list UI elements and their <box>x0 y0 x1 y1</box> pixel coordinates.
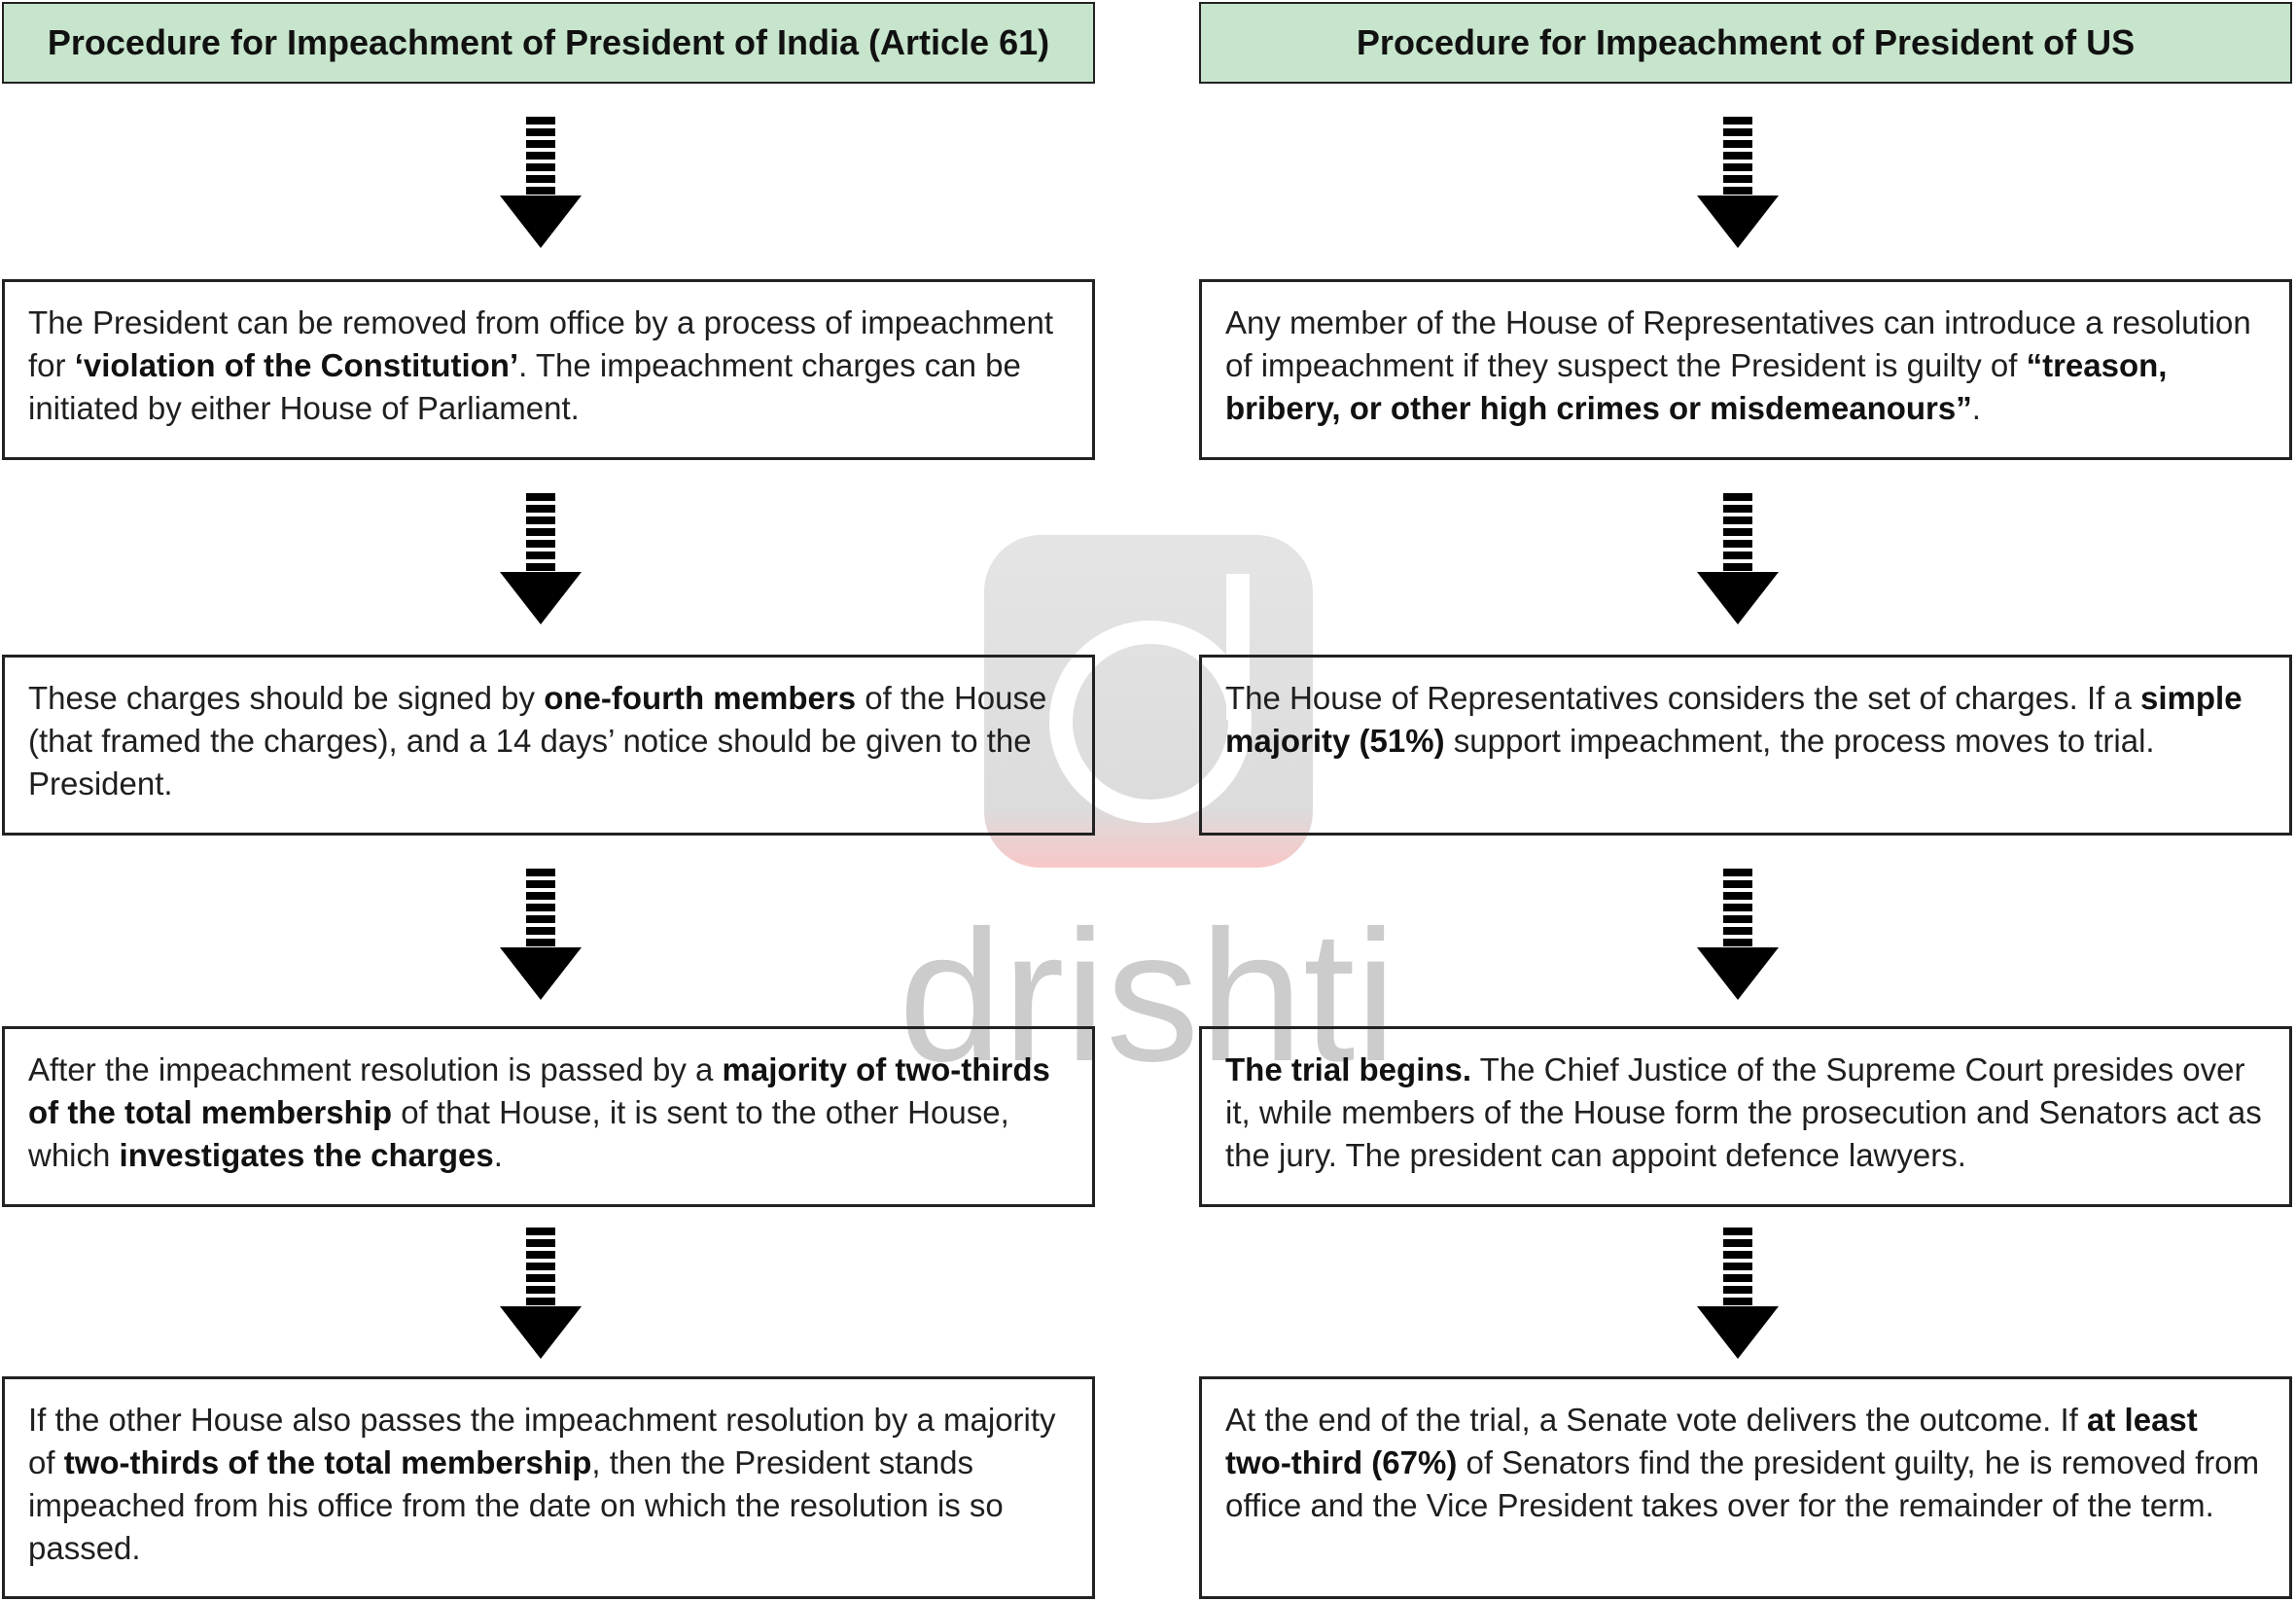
us-step-4: At the end of the trial, a Senate vote d… <box>1199 1376 2292 1599</box>
india-step-3: After the impeachment resolution is pass… <box>2 1026 1095 1207</box>
body-text: If the other House also passes the impea… <box>28 1402 1056 1480</box>
body-text: The House of Representatives considers t… <box>1225 680 2140 716</box>
body-text: . <box>493 1137 503 1173</box>
body-text: . The impeachment charges can be initiat… <box>28 347 1021 426</box>
us-step-2: The House of Representatives considers t… <box>1199 655 2292 836</box>
india-step-1: The President can be removed from office… <box>2 279 1095 460</box>
india-step-4: If the other House also passes the impea… <box>2 1376 1095 1599</box>
emphasis-text: two-thirds of the total membership <box>63 1444 592 1480</box>
emphasis-text: “treason, bribery, or other high crimes … <box>1225 347 2168 426</box>
us-step-3: The trial begins. The Chief Justice of t… <box>1199 1026 2292 1207</box>
down-arrow-icon <box>500 1228 582 1359</box>
india-procedure-header: Procedure for Impeachment of President o… <box>2 2 1095 84</box>
emphasis-text: at least two-third (67%) <box>1225 1402 2198 1480</box>
emphasis-text: one-fourth members <box>544 680 857 716</box>
body-text: of Senators find the president guilty, h… <box>1225 1444 2260 1523</box>
down-arrow-icon <box>500 117 582 248</box>
body-text: of that House, it is sent to the other H… <box>28 1094 1009 1173</box>
emphasis-text: ‘violation of the Constitution’ <box>74 347 519 383</box>
down-arrow-icon <box>1697 493 1779 624</box>
us-procedure-header: Procedure for Impeachment of President o… <box>1199 2 2292 84</box>
body-text: The Chief Justice of the Supreme Court p… <box>1225 1051 2262 1173</box>
body-text: These charges should be signed by <box>28 680 545 716</box>
body-text: support impeachment, the process moves t… <box>1444 723 2155 759</box>
us-step-1: Any member of the House of Representativ… <box>1199 279 2292 460</box>
body-text: . <box>1971 390 1981 426</box>
down-arrow-icon <box>500 493 582 624</box>
body-text: , then the President stands impeached fr… <box>28 1444 1004 1566</box>
body-text: At the end of the trial, a Senate vote d… <box>1225 1402 2088 1438</box>
emphasis-text: simple majority (51%) <box>1225 680 2243 759</box>
emphasis-text: investigates the charges <box>119 1137 494 1173</box>
india-step-2: These charges should be signed by one-fo… <box>2 655 1095 836</box>
body-text: After the impeachment resolution is pass… <box>28 1051 723 1087</box>
body-text: Any member of the House of Representativ… <box>1225 304 2251 383</box>
down-arrow-icon <box>1697 117 1779 248</box>
down-arrow-icon <box>500 869 582 1000</box>
down-arrow-icon <box>1697 869 1779 1000</box>
body-text: The President can be removed from office… <box>28 304 1054 383</box>
emphasis-text: The trial begins. <box>1225 1051 1472 1087</box>
down-arrow-icon <box>1697 1228 1779 1359</box>
emphasis-text: majority of two-thirds of the total memb… <box>28 1051 1050 1130</box>
body-text: of the House (that framed the charges), … <box>28 680 1047 801</box>
